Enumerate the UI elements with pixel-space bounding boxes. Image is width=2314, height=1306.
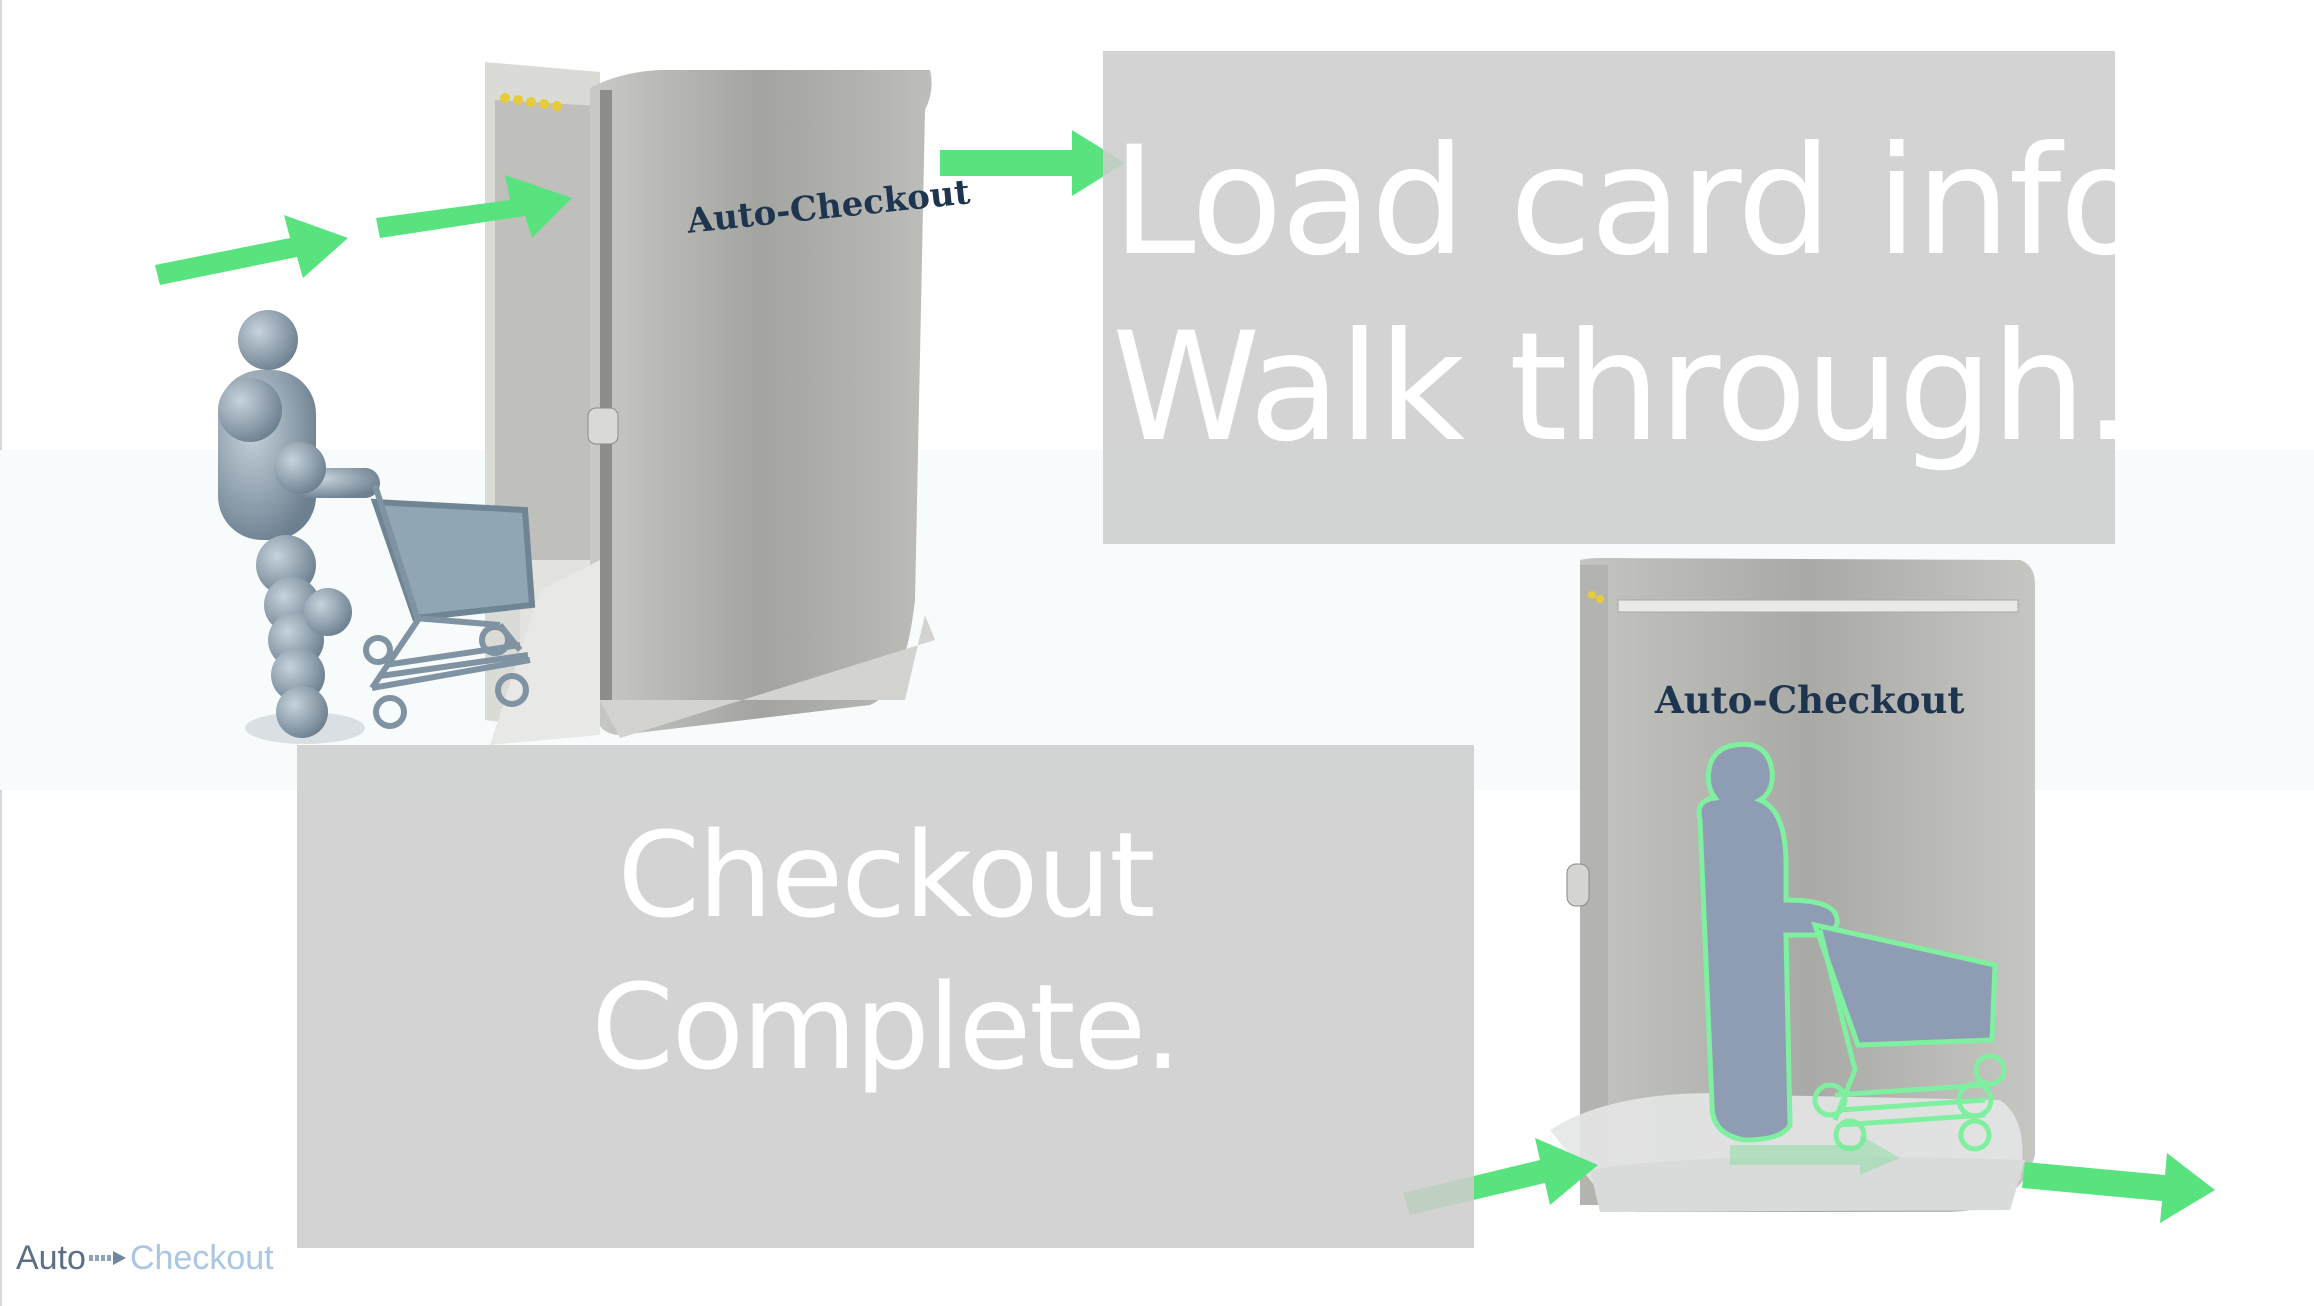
caption-checkout: Checkout [617, 806, 1155, 944]
shopping-cart [363, 484, 536, 729]
faded-arrow [1730, 1135, 1900, 1175]
caption-box-bottom: Checkout Complete. [297, 745, 1474, 1248]
logo-text-checkout: Checkout [129, 1238, 274, 1277]
exiting-shopper-figure [1696, 741, 2007, 1152]
exit-door-label: Auto-Checkout [1655, 678, 1965, 722]
caption-box-top [1103, 51, 2115, 544]
caption-complete: Complete. [591, 958, 1181, 1096]
entry-door-illustration [485, 62, 935, 745]
logo-text-auto: Auto [16, 1238, 86, 1277]
brand-logo: Auto Checkout [16, 1238, 274, 1278]
entry-arrows [155, 130, 1125, 285]
indicator-lights [500, 93, 562, 111]
caption-walk-through: Walk through. [1112, 301, 2132, 475]
exit-door-illustration [1550, 558, 2035, 1212]
dashed-arrow-icon [88, 1251, 126, 1265]
caption-load-card-info: Load card info. [1112, 115, 2194, 289]
shopper-figure [218, 310, 380, 744]
